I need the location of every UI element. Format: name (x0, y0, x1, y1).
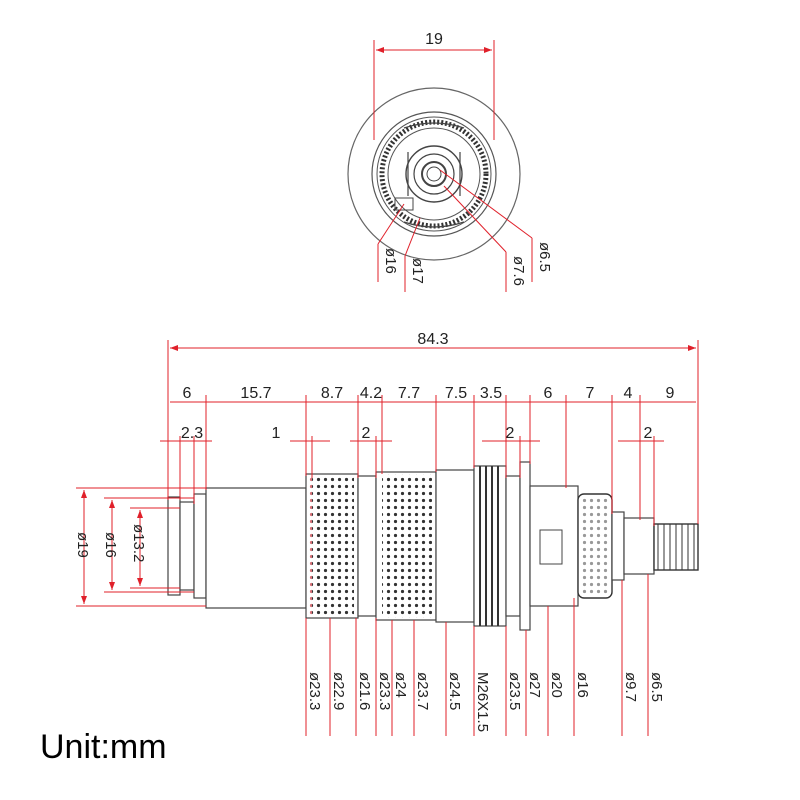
bottom-diameter-label: ø6.5 (648, 672, 665, 702)
end-view-callout-2: ø17 (409, 258, 426, 284)
bottom-diameter-label: ø23.3 (376, 672, 393, 710)
bottom-diameter-label: ø22.9 (330, 672, 347, 710)
bottom-diameter-label: M26X1.5 (474, 672, 491, 732)
segment-label-2: 15.7 (240, 385, 271, 402)
bottom-diameter-label: ø21.6 (356, 672, 373, 710)
segment-label-7: 3.5 (480, 385, 502, 402)
bottom-diameter-label: ø16 (574, 672, 591, 698)
segment-label-8: 6 (544, 385, 553, 402)
small-label-1: 2.3 (181, 425, 203, 442)
left-diameter-label-2: ø16 (102, 532, 119, 558)
bottom-diameter-label: ø24.5 (446, 672, 463, 710)
segment-label-3: 8.7 (321, 385, 343, 402)
segment-label-9: 7 (586, 385, 595, 402)
segment-label-6: 7.5 (445, 385, 467, 402)
overall-length-label: 84.3 (417, 331, 448, 348)
small-label-5: 2 (644, 425, 653, 442)
segment-label-5: 7.7 (398, 385, 420, 402)
segment-label-4: 4.2 (360, 385, 382, 402)
bottom-diameter-label: ø24 (392, 672, 409, 698)
side-view-dimension-lines (76, 340, 699, 736)
end-view-callout-4: ø7.6 (510, 256, 527, 286)
end-view-callout-1: ø16 (382, 248, 399, 274)
left-diameter-label-1: ø19 (74, 532, 91, 558)
unit-label: Unit:mm (40, 728, 167, 766)
bottom-diameter-label: ø23.7 (414, 672, 431, 710)
end-view-width-label: 19 (425, 31, 443, 48)
bottom-diameter-labels: ø23.3 ø22.9 ø21.6 ø23.3 ø24 ø23.7 ø24.5 … (306, 672, 665, 732)
bottom-diameter-label: ø23.3 (306, 672, 323, 710)
end-view (347, 40, 533, 292)
segment-label-11: 9 (666, 385, 675, 402)
end-view-callout-3: ø6.5 (536, 242, 553, 272)
segment-label-1: 6 (183, 385, 192, 402)
bottom-diameter-label: ø27 (526, 672, 543, 698)
bottom-diameter-label: ø20 (548, 672, 565, 698)
bottom-diameter-label: ø23.5 (506, 672, 523, 710)
segment-label-10: 4 (624, 385, 633, 402)
left-diameter-label-3: ø13.2 (130, 524, 147, 562)
side-view-body (167, 461, 699, 631)
bottom-diameter-label: ø9.7 (622, 672, 639, 702)
small-label-2: 1 (272, 425, 281, 442)
small-label-3: 2 (362, 425, 371, 442)
small-label-4: 2 (506, 425, 515, 442)
